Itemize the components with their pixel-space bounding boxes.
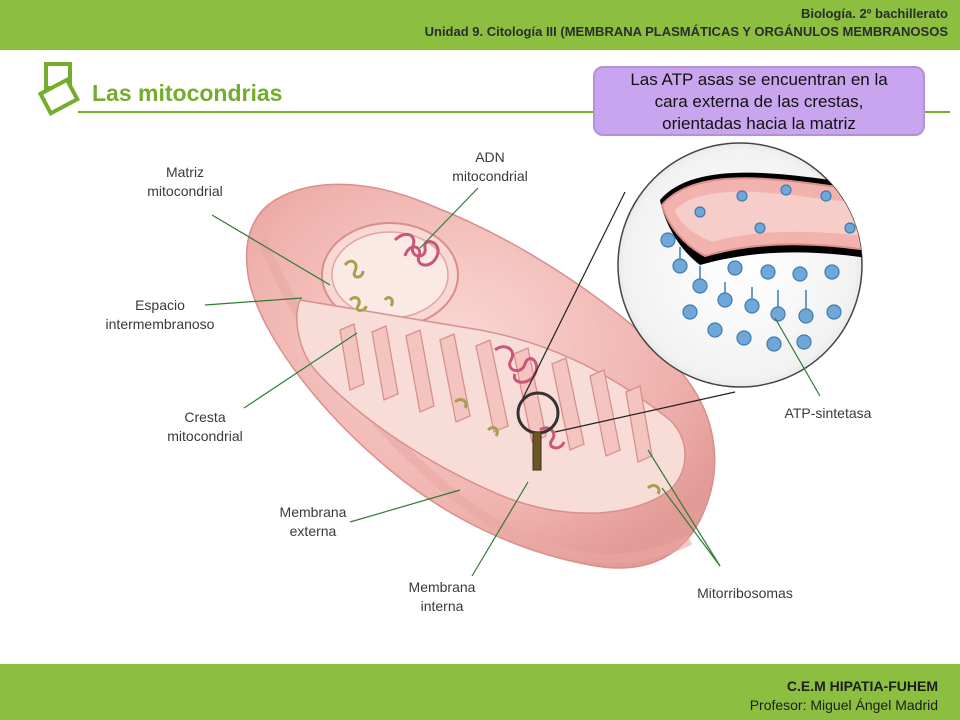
label-cresta-line2: mitocondrial (167, 428, 243, 444)
page-title: Las mitocondrias (92, 80, 283, 106)
label-membrana-externa: Membrana externa (268, 503, 358, 541)
label-espacio-line1: Espacio (135, 297, 185, 313)
label-adn-mitocondrial: ADN mitocondrial (440, 148, 540, 186)
label-mint-line2: interna (420, 598, 464, 614)
label-cresta-line1: Cresta (184, 409, 226, 425)
label-espacio-intermembranoso: Espacio intermembranoso (95, 296, 225, 334)
unit-title: Unidad 9. Citología III (MEMBRANA PLASMÁ… (424, 24, 948, 39)
zoom-inset (617, 142, 863, 388)
label-mint-line1: Membrana (408, 579, 476, 595)
atpase-callout: Las ATP asas se encuentran en la cara ex… (593, 66, 925, 136)
course-title: Biología. 2º bachillerato (800, 6, 948, 21)
label-mext-line2: externa (289, 523, 337, 539)
label-matriz-line1: Matriz (165, 164, 205, 180)
label-matriz-line2: mitocondrial (147, 183, 223, 199)
magnifier-icon (516, 391, 560, 471)
title-divider (78, 111, 950, 113)
label-espacio-line2: intermembranoso (105, 316, 215, 332)
leader-lines (204, 187, 821, 577)
author-name: Profesor: Miguel Ángel Madrid (749, 697, 938, 713)
label-membrana-interna: Membrana interna (397, 578, 487, 616)
label-mitorribosomas: Mitorribosomas (697, 585, 793, 601)
school-name: C.E.M HIPATIA-FUHEM (786, 678, 938, 694)
callout-line-3: orientadas hacia la matriz (662, 114, 856, 133)
mitochondrion-body (245, 183, 716, 569)
label-matriz-mitocondrial: Matriz mitocondrial (140, 163, 230, 201)
slide-logo-icon (37, 62, 80, 116)
label-adn-line2: mitocondrial (452, 168, 528, 184)
callout-line-1: Las ATP asas se encuentran en la (630, 70, 888, 89)
footer-bar: C.E.M HIPATIA-FUHEM Profesor: Miguel Áng… (0, 664, 960, 720)
label-atp-sintetasa: ATP-sintetasa (784, 405, 872, 421)
label-adn-line1: ADN (475, 149, 505, 165)
callout-line-2: cara externa de las crestas, (654, 92, 864, 111)
label-mext-line1: Membrana (279, 504, 347, 520)
label-cresta-mitocondrial: Cresta mitocondrial (155, 408, 255, 446)
header-bar: Biología. 2º bachillerato Unidad 9. Cito… (0, 0, 960, 50)
